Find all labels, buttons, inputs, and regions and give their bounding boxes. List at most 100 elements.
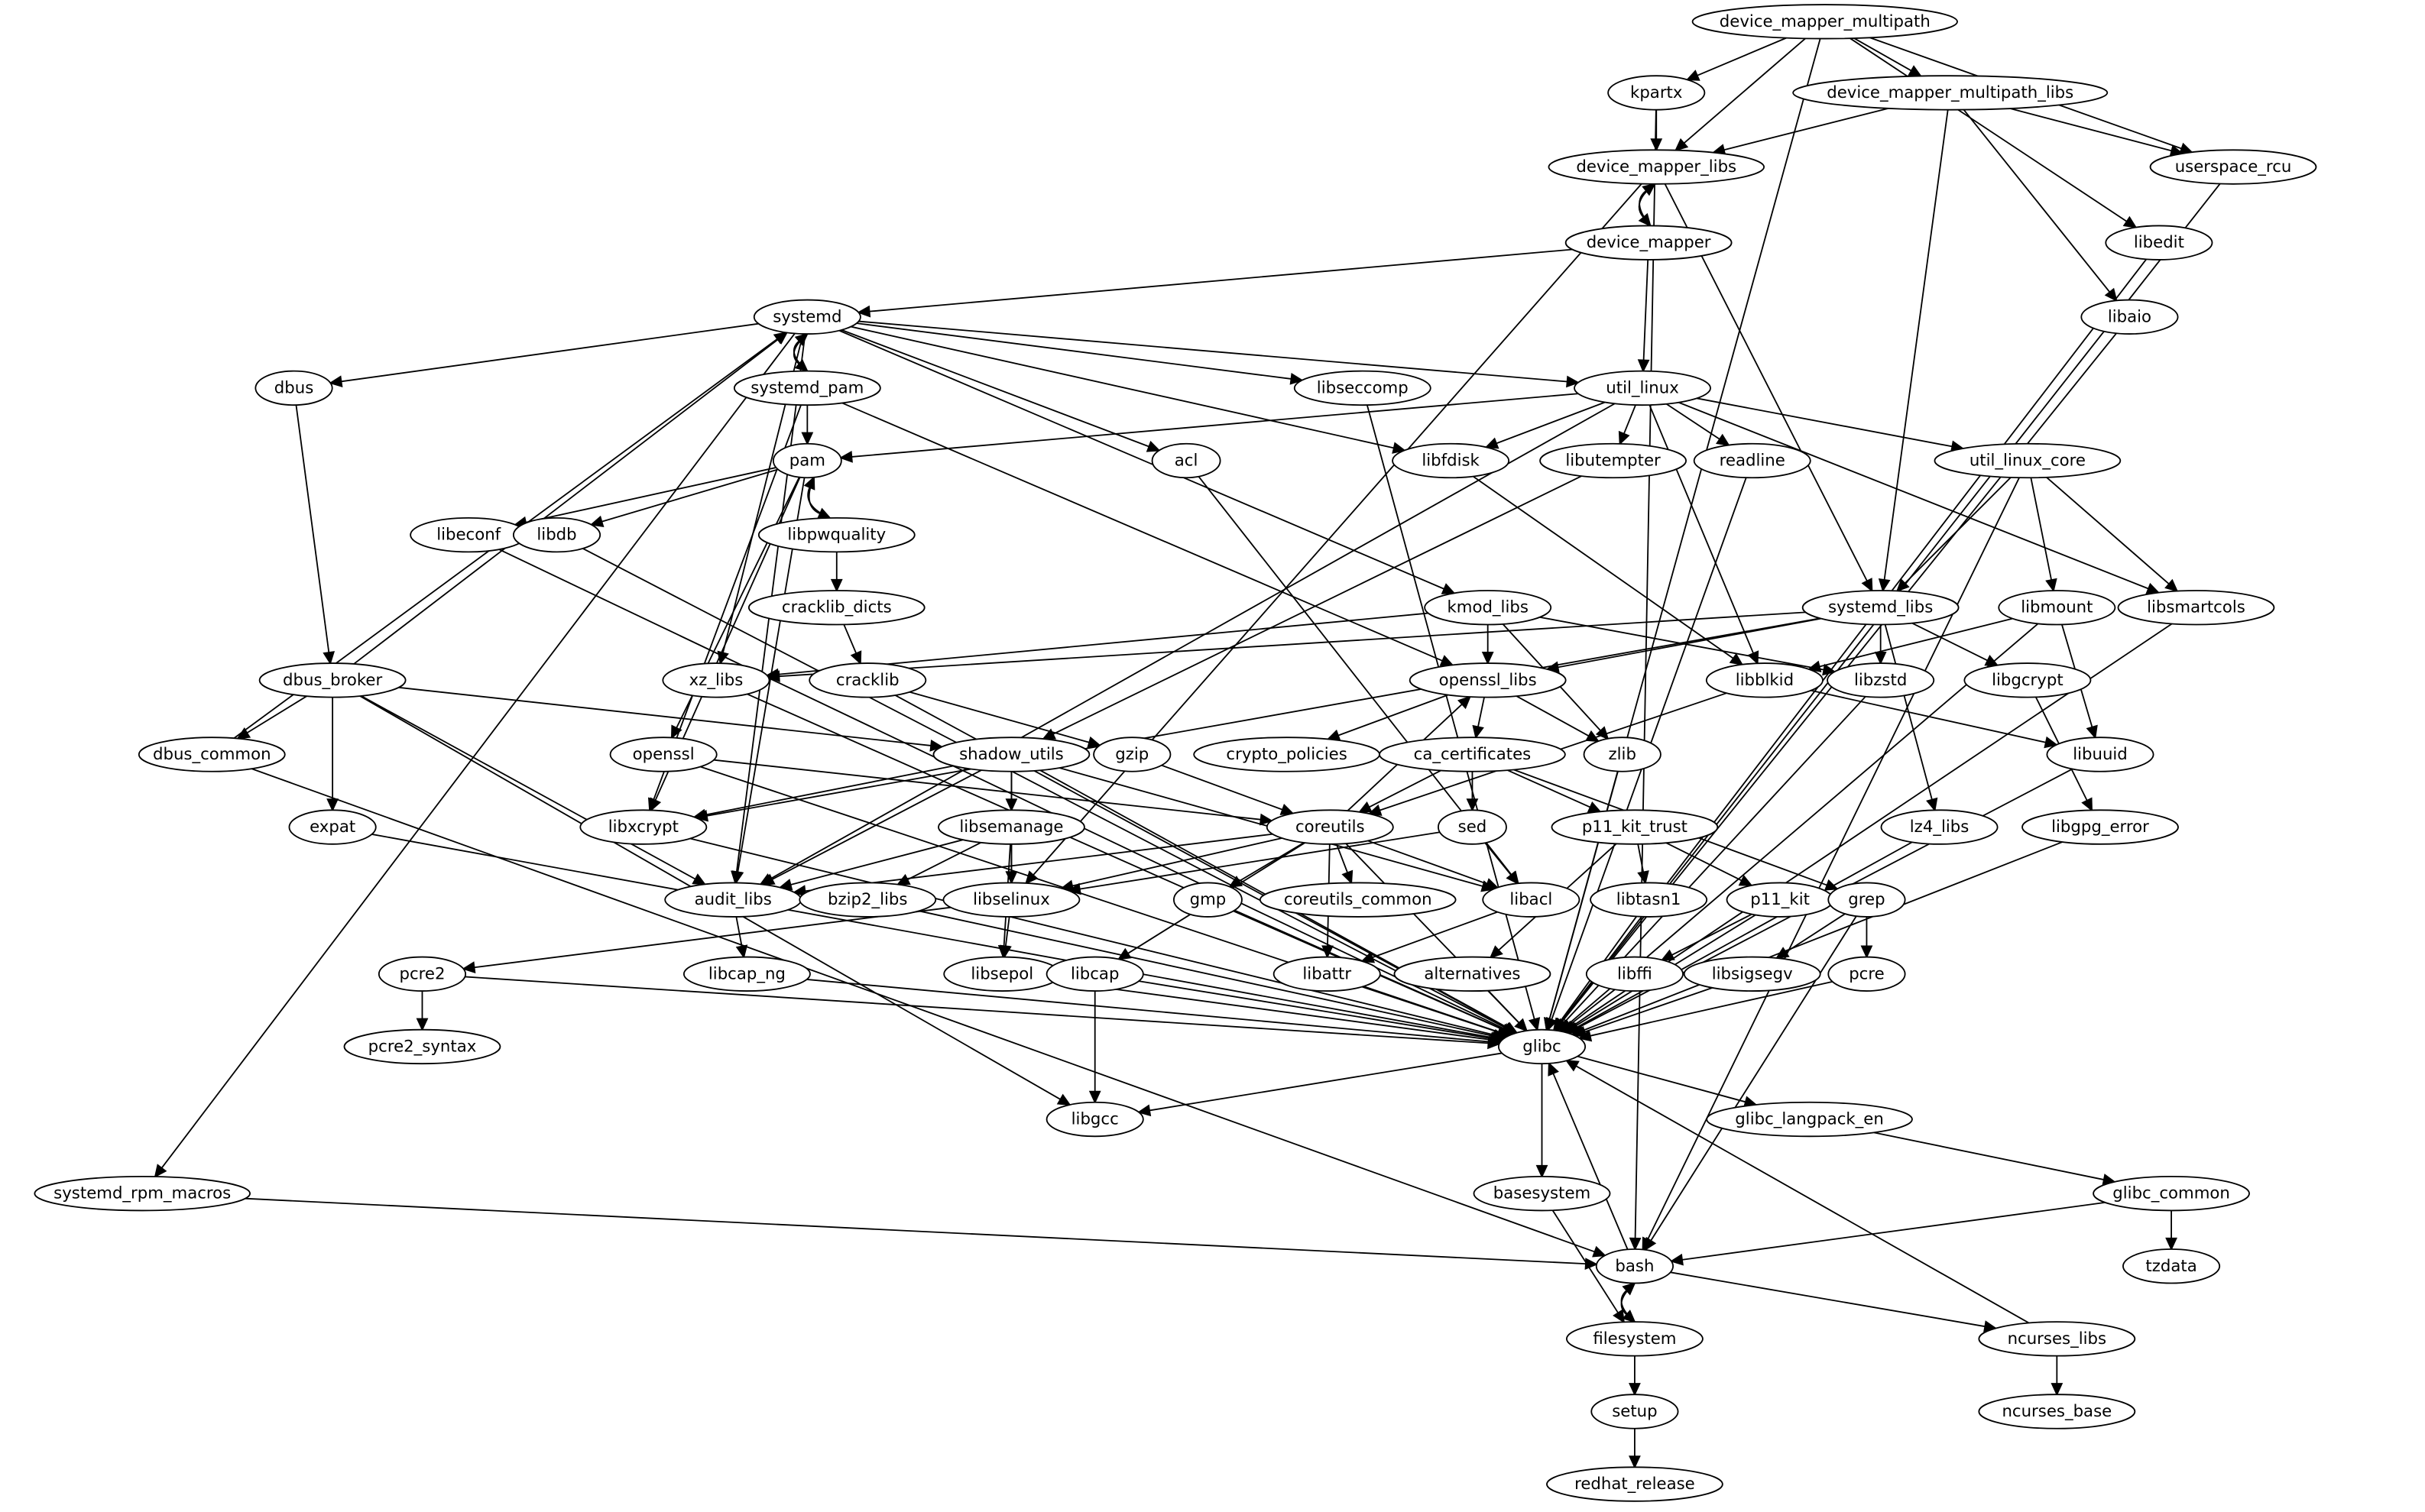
- node-device_mapper_libs[interactable]: device_mapper_libs: [1548, 149, 1765, 185]
- node-libcap[interactable]: libcap: [1046, 956, 1144, 992]
- node-audit_libs[interactable]: audit_libs: [664, 882, 802, 918]
- node-libtasn1[interactable]: libtasn1: [1590, 882, 1708, 918]
- node-device_mapper_multipath[interactable]: device_mapper_multipath: [1691, 4, 1958, 40]
- node-cracklib_dicts[interactable]: cracklib_dicts: [747, 590, 926, 626]
- node-ellipse: [799, 882, 937, 918]
- edge-systemd_libs-to-libxcrypt: [706, 617, 1820, 817]
- node-coreutils_common[interactable]: coreutils_common: [1259, 882, 1457, 918]
- edge-openssl-to-glibc: [700, 766, 1499, 1033]
- node-libattr[interactable]: libattr: [1272, 956, 1381, 992]
- node-libpwquality[interactable]: libpwquality: [757, 516, 916, 553]
- node-libffi[interactable]: libffi: [1585, 956, 1684, 992]
- node-pcre[interactable]: pcre: [1827, 956, 1906, 992]
- node-setup[interactable]: setup: [1590, 1394, 1679, 1429]
- node-libzstd[interactable]: libzstd: [1827, 662, 1935, 698]
- node-pcre2_syntax[interactable]: pcre2_syntax: [343, 1028, 501, 1065]
- node-tzdata[interactable]: tzdata: [2122, 1248, 2221, 1284]
- node-libgcc[interactable]: libgcc: [1046, 1101, 1144, 1138]
- node-sed[interactable]: sed: [1438, 809, 1507, 845]
- node-gmp[interactable]: gmp: [1173, 882, 1243, 918]
- node-p11_kit[interactable]: p11_kit: [1726, 882, 1834, 918]
- node-xz_libs[interactable]: xz_libs: [662, 662, 770, 698]
- edge-device_mapper_multipath_libs-to-device_mapper_libs: [1723, 107, 1888, 151]
- node-libseccomp[interactable]: libseccomp: [1293, 370, 1431, 406]
- node-pam[interactable]: pam: [772, 442, 842, 479]
- node-ellipse: [34, 1175, 251, 1212]
- node-label: ncurses_base: [2002, 1402, 2112, 1421]
- node-crypto_policies[interactable]: crypto_policies: [1193, 737, 1380, 772]
- node-shadow_utils[interactable]: shadow_utils: [932, 737, 1091, 772]
- node-readline[interactable]: readline: [1693, 442, 1811, 479]
- node-libsepol[interactable]: libsepol: [943, 956, 1062, 992]
- node-device_mapper_multipath_libs[interactable]: device_mapper_multipath_libs: [1792, 75, 2109, 111]
- node-util_linux_core[interactable]: util_linux_core: [1934, 442, 2122, 479]
- node-libacl[interactable]: libacl: [1482, 882, 1580, 918]
- node-libmount[interactable]: libmount: [1998, 590, 2116, 626]
- node-ellipse: [682, 956, 811, 992]
- node-label: openssl_libs: [1439, 671, 1537, 690]
- node-label: libfdisk: [1422, 452, 1480, 471]
- node-gzip[interactable]: gzip: [1093, 737, 1172, 772]
- node-libsmartcols[interactable]: libsmartcols: [2117, 590, 2275, 626]
- node-libfdisk[interactable]: libfdisk: [1392, 442, 1510, 479]
- node-device_mapper[interactable]: device_mapper: [1564, 225, 1733, 261]
- node-libaio[interactable]: libaio: [2080, 299, 2179, 335]
- arrowhead-icon: [2044, 736, 2058, 749]
- node-ellipse: [772, 442, 842, 479]
- node-openssl[interactable]: openssl: [609, 737, 718, 772]
- node-libdb[interactable]: libdb: [512, 516, 601, 553]
- node-systemd_pam[interactable]: systemd_pam: [733, 370, 881, 406]
- node-acl[interactable]: acl: [1151, 442, 1221, 479]
- node-systemd_libs[interactable]: systemd_libs: [1801, 590, 1960, 626]
- node-dbus_common[interactable]: dbus_common: [138, 737, 286, 772]
- node-kpartx[interactable]: kpartx: [1607, 75, 1706, 111]
- node-bash[interactable]: bash: [1595, 1248, 1674, 1284]
- node-libgcrypt[interactable]: libgcrypt: [1963, 662, 2092, 698]
- node-filesystem[interactable]: filesystem: [1565, 1321, 1704, 1357]
- node-grep[interactable]: grep: [1827, 882, 1906, 918]
- node-libedit[interactable]: libedit: [2105, 225, 2213, 261]
- node-label: libgcc: [1071, 1110, 1119, 1129]
- node-libeconf[interactable]: libeconf: [410, 516, 528, 553]
- node-libblkid[interactable]: libblkid: [1705, 662, 1824, 698]
- node-openssl_libs[interactable]: openssl_libs: [1409, 662, 1567, 698]
- edge-coreutils-to-coreutils_common: [1335, 843, 1348, 873]
- node-ellipse: [254, 370, 333, 406]
- node-dbus[interactable]: dbus: [254, 370, 333, 406]
- node-libgpg_error[interactable]: libgpg_error: [2021, 809, 2179, 845]
- node-systemd[interactable]: systemd: [753, 299, 861, 335]
- node-ncurses_base[interactable]: ncurses_base: [1978, 1394, 2136, 1429]
- node-glibc_langpack_en[interactable]: glibc_langpack_en: [1706, 1101, 1913, 1138]
- node-libuuid[interactable]: libuuid: [2046, 737, 2154, 772]
- edge-util_linux-to-util_linux_core: [1696, 397, 1953, 448]
- node-libsigsegv[interactable]: libsigsegv: [1683, 956, 1821, 992]
- node-ca_certificates[interactable]: ca_certificates: [1379, 737, 1566, 772]
- node-ellipse: [1934, 442, 2122, 479]
- node-libsemanage[interactable]: libsemanage: [938, 809, 1085, 845]
- node-basesystem[interactable]: basesystem: [1473, 1175, 1611, 1212]
- node-cracklib[interactable]: cracklib: [809, 662, 927, 698]
- node-zlib[interactable]: zlib: [1583, 737, 1662, 772]
- node-libutempter[interactable]: libutempter: [1539, 442, 1687, 479]
- node-label: readline: [1720, 452, 1785, 471]
- node-lz4_libs[interactable]: lz4_libs: [1880, 809, 1999, 845]
- node-libxcrypt[interactable]: libxcrypt: [579, 809, 708, 845]
- node-coreutils[interactable]: coreutils: [1266, 809, 1394, 845]
- node-kmod_libs[interactable]: kmod_libs: [1424, 590, 1552, 626]
- node-libcap_ng[interactable]: libcap_ng: [682, 956, 811, 992]
- node-userspace_rcu[interactable]: userspace_rcu: [2149, 149, 2317, 185]
- node-glibc_common[interactable]: glibc_common: [2093, 1175, 2250, 1212]
- node-ncurses_libs[interactable]: ncurses_libs: [1978, 1321, 2136, 1357]
- node-pcre2[interactable]: pcre2: [378, 956, 467, 992]
- node-libselinux[interactable]: libselinux: [942, 882, 1081, 918]
- node-alternatives[interactable]: alternatives: [1393, 956, 1551, 992]
- node-bzip2_libs[interactable]: bzip2_libs: [799, 882, 937, 918]
- node-util_linux[interactable]: util_linux: [1574, 370, 1711, 406]
- node-systemd_rpm_macros[interactable]: systemd_rpm_macros: [34, 1175, 251, 1212]
- node-expat[interactable]: expat: [288, 809, 377, 845]
- node-redhat_release[interactable]: redhat_release: [1546, 1466, 1723, 1502]
- node-glibc[interactable]: glibc: [1497, 1028, 1587, 1065]
- node-dbus_broker[interactable]: dbus_broker: [258, 662, 407, 698]
- node-p11_kit_trust[interactable]: p11_kit_trust: [1551, 809, 1719, 845]
